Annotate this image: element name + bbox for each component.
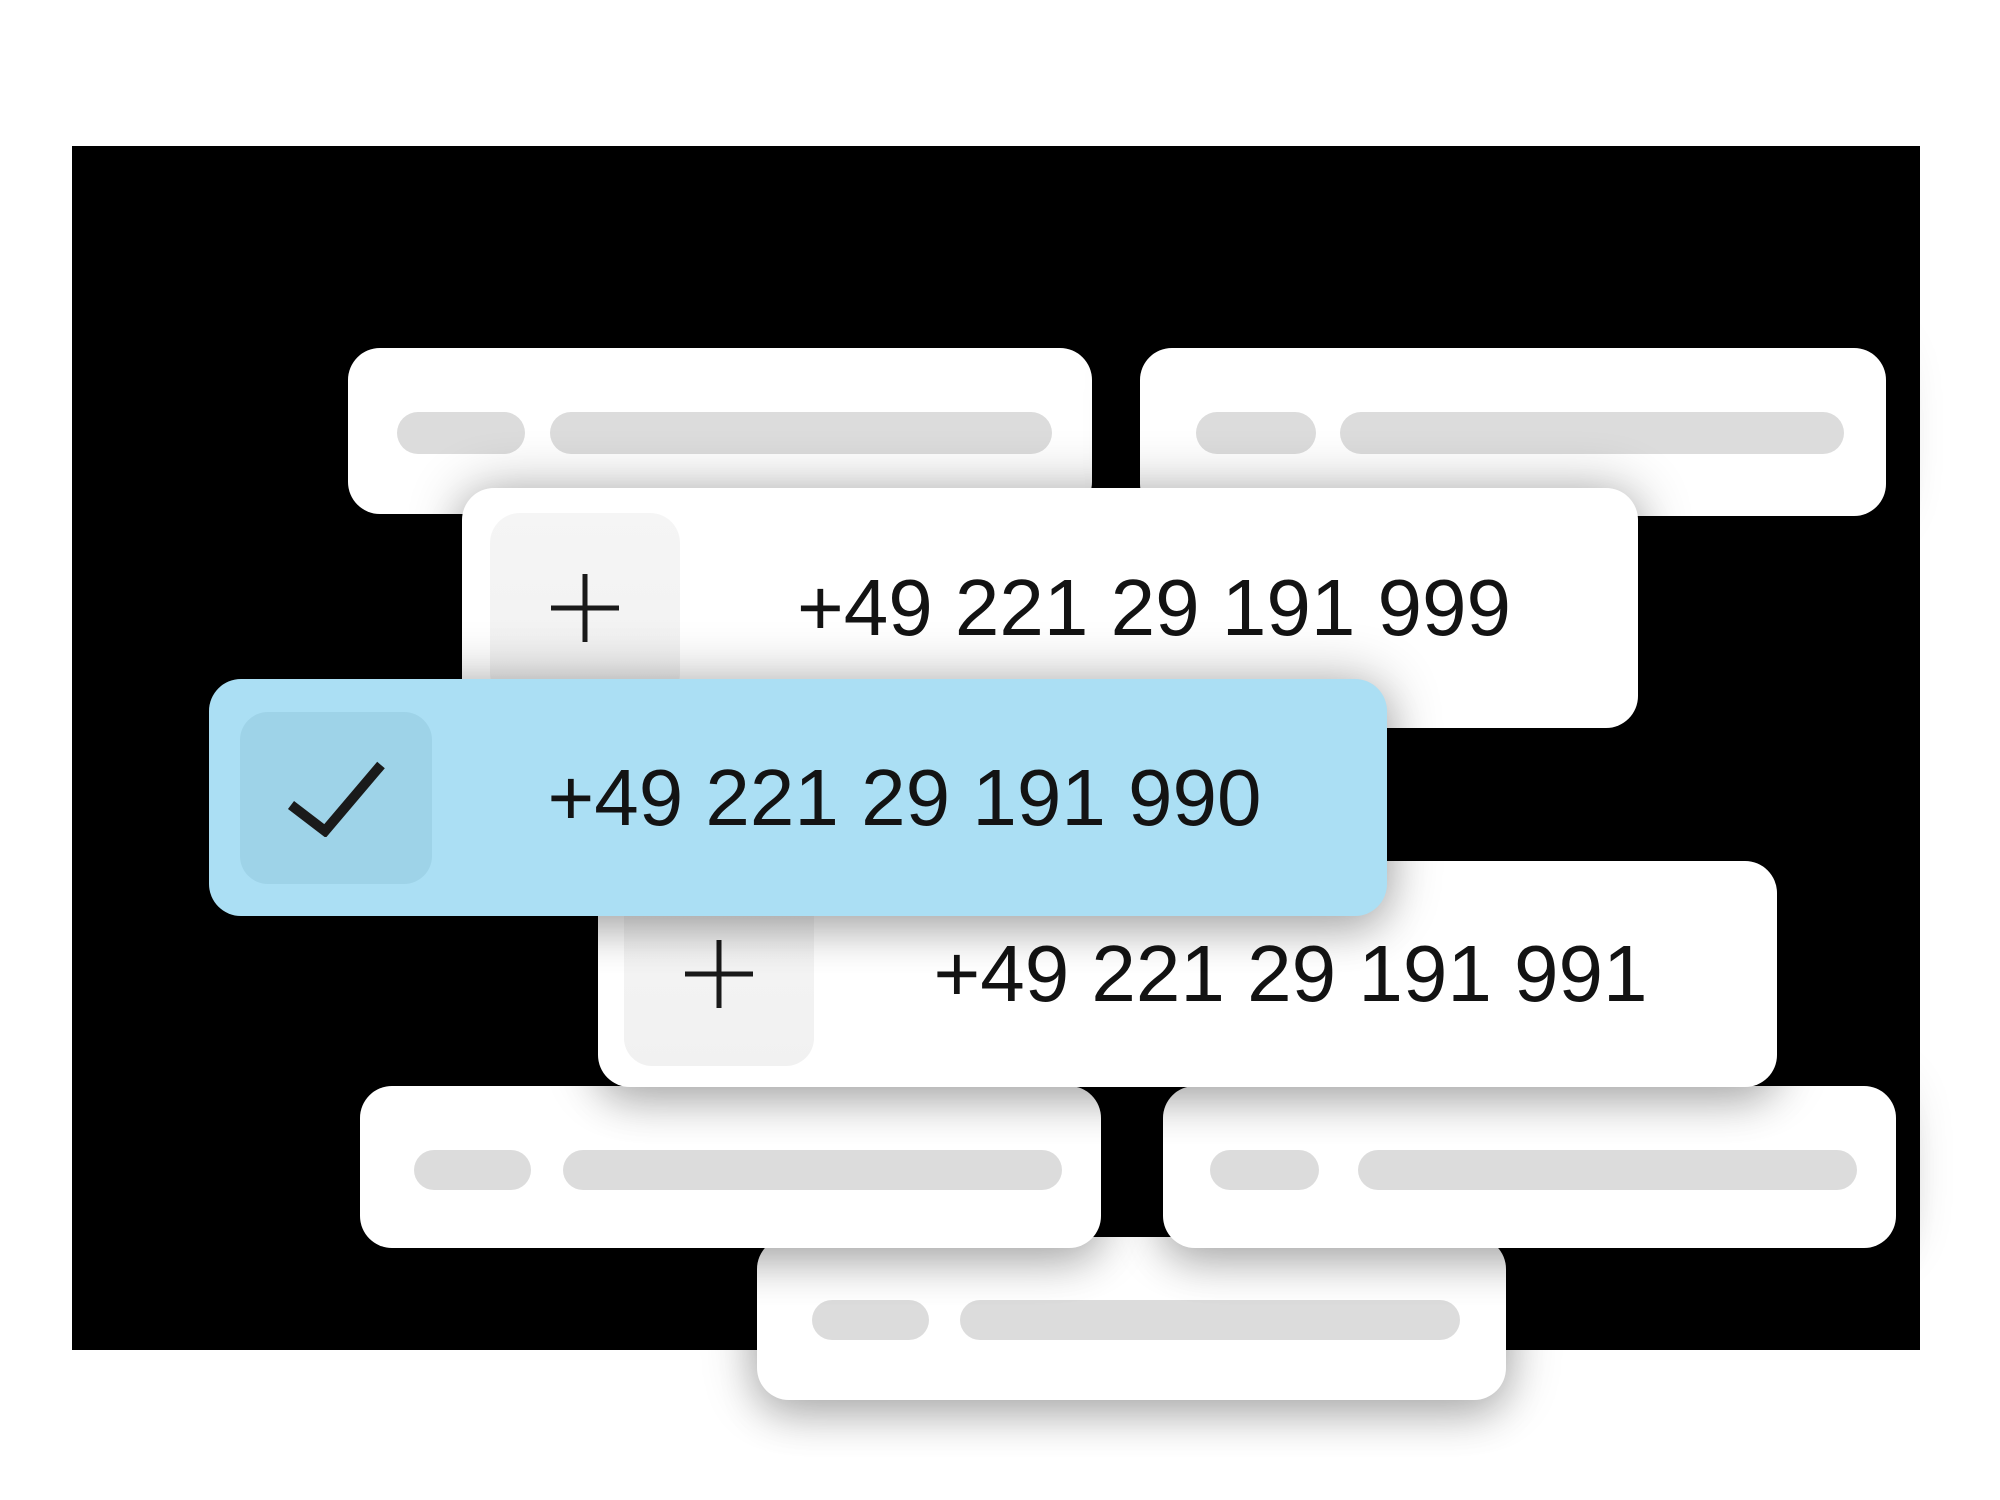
placeholder-pill-long <box>960 1300 1460 1340</box>
plus-icon <box>685 940 753 1008</box>
black-panel: +49 221 29 191 999 +49 221 29 191 990 +4… <box>72 146 1920 1400</box>
phone-number-text: +49 221 29 191 990 <box>547 752 1262 842</box>
skeleton-card-bottom-center <box>757 1237 1506 1400</box>
skeleton-card-top-left <box>348 348 1092 514</box>
add-number-button[interactable] <box>490 513 680 703</box>
placeholder-pill-long <box>1340 412 1844 454</box>
placeholder-pill-long <box>550 412 1052 454</box>
skeleton-card-bottom-left <box>360 1086 1101 1248</box>
phone-number-text: +49 221 29 191 999 <box>796 563 1512 652</box>
placeholder-pill-short <box>414 1150 531 1190</box>
selected-checkbox[interactable] <box>240 711 432 884</box>
placeholder-pill-long <box>563 1150 1062 1190</box>
placeholder-pill-short <box>812 1300 929 1340</box>
phone-option-row-selected[interactable]: +49 221 29 191 990 <box>209 679 1387 916</box>
phone-number-text: +49 221 29 191 991 <box>933 929 1648 1018</box>
placeholder-pill-short <box>397 412 525 454</box>
skeleton-card-bottom-right <box>1163 1086 1896 1248</box>
check-icon <box>287 761 385 837</box>
placeholder-pill-short <box>1196 412 1316 454</box>
placeholder-pill-long <box>1358 1150 1857 1190</box>
placeholder-pill-short <box>1210 1150 1319 1190</box>
plus-icon <box>551 574 619 642</box>
